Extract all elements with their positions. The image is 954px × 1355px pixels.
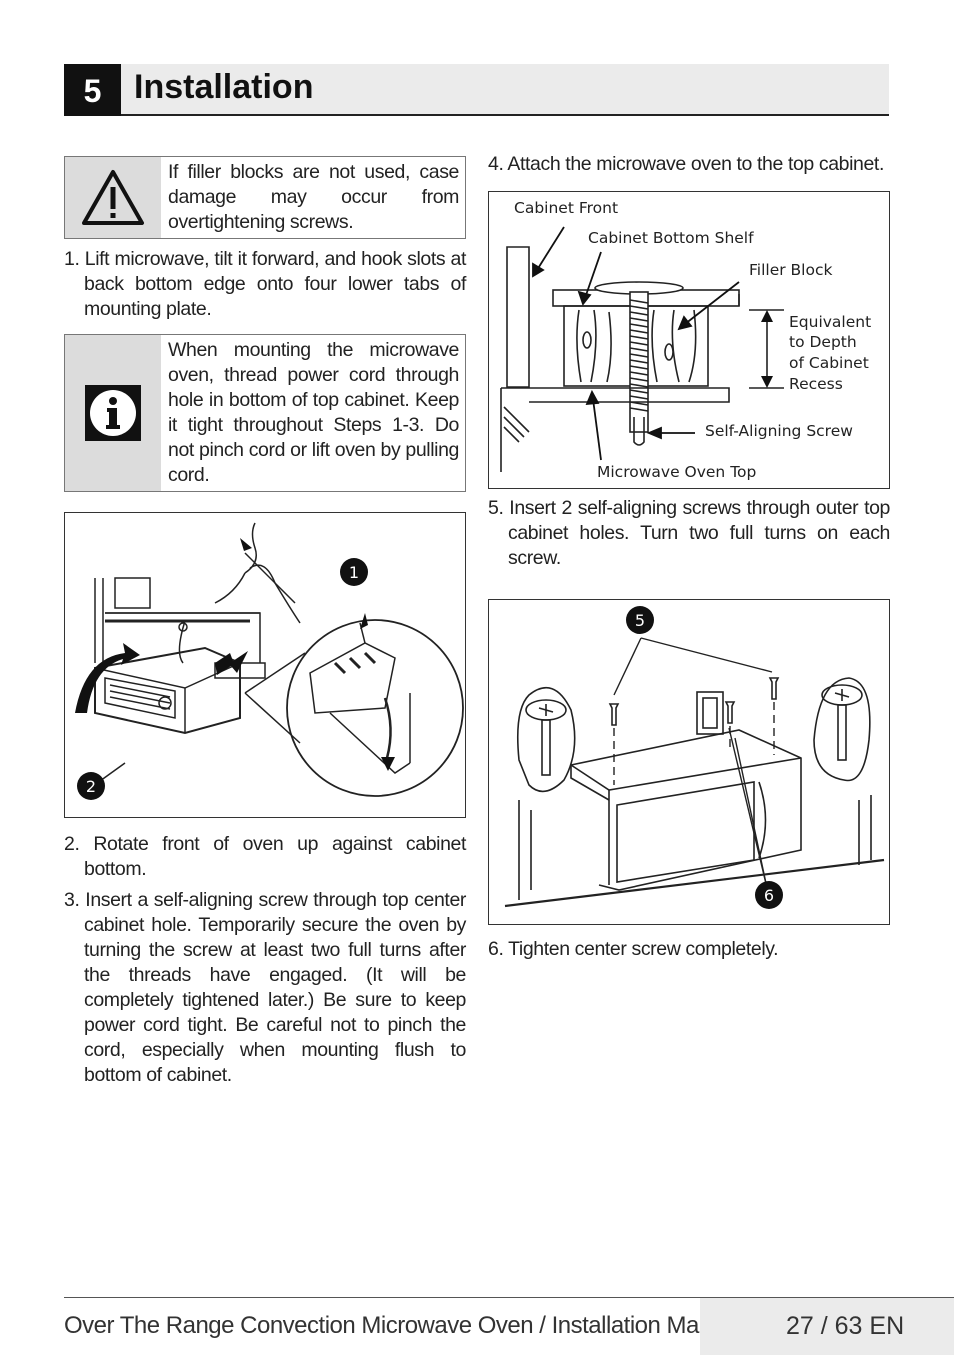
page-number: 27 / 63 EN [786,1312,905,1340]
step-1: 1. Lift microwave, tilt it forward, and … [64,248,466,320]
callout-1-circle [340,558,368,586]
section-title: Installation [134,68,314,106]
step-3: 3. Insert a self-aligning screw through … [64,889,466,1086]
callout-6: 6 [764,886,774,905]
left-column: If filler blocks are not used, case dama… [64,156,466,1088]
label-equivalent-2: to Depth [789,333,857,351]
label-equivalent-3: of Cabinet [789,354,869,372]
page-number-box: 27 / 63 EN [700,1298,954,1355]
step-5: 5. Insert 2 self-aligning screws through… [488,497,890,569]
info-notice: When mounting the microwave oven, thread… [64,334,466,492]
step-2: 2. Rotate front of oven up against cabin… [64,833,466,880]
right-column: 4. Attach the microwave oven to the top … [488,152,890,962]
section-header: 5 Installation [64,64,889,116]
label-cabinet-bottom-shelf: Cabinet Bottom Shelf [588,229,754,247]
callout-6-circle [755,881,783,909]
figure-insert-screws: 5 6 [488,599,890,925]
step-6: 6. Tighten center screw completely. [488,938,779,960]
label-equivalent-1: Equivalent [789,313,872,331]
callout-5-circle [626,606,654,634]
page-footer: Over The Range Convection Microwave Oven… [64,1297,954,1355]
section-number: 5 [64,64,121,116]
hook-microwave-illustration: 1 2 [75,522,464,800]
step-4: 4. Attach the microwave oven to the top … [488,153,884,175]
callout-1: 1 [349,563,359,582]
filler-block-illustration [500,226,784,472]
label-cabinet-front: Cabinet Front [514,199,619,217]
figure-filler-block: Cabinet Front Cabinet Bottom Shelf Fille… [488,191,890,489]
callout-2-circle [77,772,105,800]
callout-2: 2 [86,777,96,796]
label-filler-block: Filler Block [749,261,833,279]
info-icon [65,335,161,491]
label-microwave-oven-top: Microwave Oven Top [597,463,757,481]
insert-screws-illustration: 5 6 [504,606,885,909]
label-equivalent-4: Recess [789,375,843,393]
caution-notice: If filler blocks are not used, case dama… [64,156,466,239]
label-self-aligning-screw: Self-Aligning Screw [705,422,853,440]
caution-text: If filler blocks are not used, case dama… [168,161,459,233]
footer-title: Over The Range Convection Microwave Oven… [64,1312,743,1339]
callout-5: 5 [635,611,645,630]
warning-icon [65,157,161,238]
info-text: When mounting the microwave oven, thread… [168,339,459,486]
figure-hook-microwave: 1 2 [64,512,466,818]
